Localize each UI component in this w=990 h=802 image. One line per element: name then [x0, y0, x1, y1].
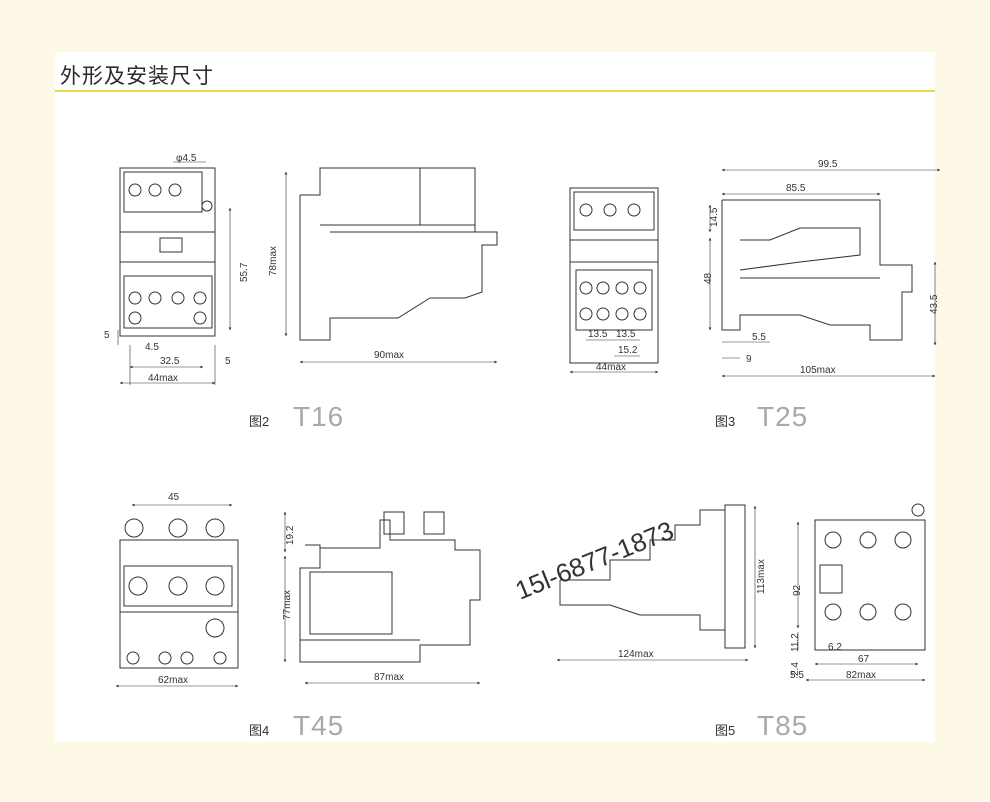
fig3-top2-dim: 85.5 [786, 183, 806, 194]
fig4-top-dim: 45 [168, 492, 180, 503]
fig5-d3-dim: 5.5 [790, 670, 804, 681]
fig5-front-view [796, 503, 926, 682]
fig4-side-w-dim: 87max [374, 672, 404, 683]
fig2-side-view [284, 167, 498, 364]
fig4-label: 图4 [249, 723, 270, 738]
fig3-top1-dim: 99.5 [818, 159, 838, 170]
fig2-d2-dim: 32.5 [160, 356, 180, 367]
watermark-text: 15l-6877-1873 [511, 515, 678, 606]
fig5-model: T85 [757, 710, 809, 741]
fig3-w-dim: 44max [596, 362, 626, 373]
fig4-w-dim: 62max [158, 675, 188, 686]
page-title: 外形及安装尺寸 [60, 64, 214, 88]
fig2-model: T16 [293, 401, 345, 432]
fig2-h2-dim: 5 [104, 330, 110, 341]
fig3-side-view [708, 168, 941, 378]
fig5-w-dim: 82max [846, 670, 876, 681]
fig3-h3-dim: 43.5 [929, 294, 940, 314]
fig4-side-dims: 19.2 77max 87max [282, 525, 404, 683]
fig2-d3-dim: 5 [225, 356, 231, 367]
fig4-h2-dim: 77max [282, 590, 293, 620]
fig5-d2-dim: 67 [858, 654, 870, 665]
fig2-label: 图2 [249, 414, 270, 429]
fig2-d1-dim: 4.5 [145, 342, 159, 353]
fig3-d2-dim: 9 [746, 354, 752, 365]
fig3-h1-dim: 14.5 [709, 207, 720, 227]
fig5-h2-dim: 11.2 [790, 633, 801, 652]
drawing-sheet [55, 52, 935, 742]
fig3-c-dim: 15.2 [618, 345, 638, 356]
fig3-front-view [569, 187, 659, 374]
fig2-hole-dim: φ4.5 [176, 153, 197, 164]
fig3-b-dim: 13.5 [616, 329, 636, 340]
fig3-side-dims: 99.5 85.5 14.5 48 43.5 5.5 9 105max [703, 159, 940, 376]
fig2-w-dim: 44max [148, 373, 178, 384]
fig2-side-h-dim: 78max [268, 246, 279, 276]
fig2-side-dims: 78max 90max [268, 246, 404, 361]
fig3-side-w-dim: 105max [800, 365, 836, 376]
fig5-side-dims: 124max 113max [618, 559, 767, 660]
title-divider [55, 90, 935, 92]
fig3-front-dims: 13.5 13.5 15.2 44max [588, 329, 638, 373]
fig3-model: T25 [757, 401, 809, 432]
fig3-d1-dim: 5.5 [752, 332, 766, 343]
fig3-a-dim: 13.5 [588, 329, 608, 340]
fig2-front-view [117, 161, 232, 385]
fig4-front-view [115, 503, 239, 688]
fig5-side-view [556, 504, 757, 662]
fig5-d1-dim: 6.2 [828, 642, 842, 653]
fig4-model: T45 [293, 710, 345, 741]
fig3-h2-dim: 48 [703, 272, 714, 284]
fig5-h3-dim: 2.4 [790, 662, 801, 676]
fig4-front-dims: 45 62max [158, 492, 188, 686]
fig2-front-dims: φ4.5 55.7 5 4.5 32.5 5 44max [104, 153, 250, 384]
fig5-label: 图5 [715, 723, 736, 738]
fig2-side-w-dim: 90max [374, 350, 404, 361]
fig5-front-dims: 92 11.2 2.4 6.2 67 5.5 82max [790, 584, 876, 681]
fig5-side-w-dim: 124max [618, 649, 654, 660]
fig4-h1-dim: 19.2 [285, 525, 296, 545]
fig5-h1-dim: 92 [792, 584, 803, 596]
fig3-label: 图3 [715, 414, 736, 429]
fig4-side-view [283, 511, 481, 685]
fig5-side-h-dim: 113max [756, 559, 767, 594]
fig2-h1-dim: 55.7 [239, 262, 250, 282]
